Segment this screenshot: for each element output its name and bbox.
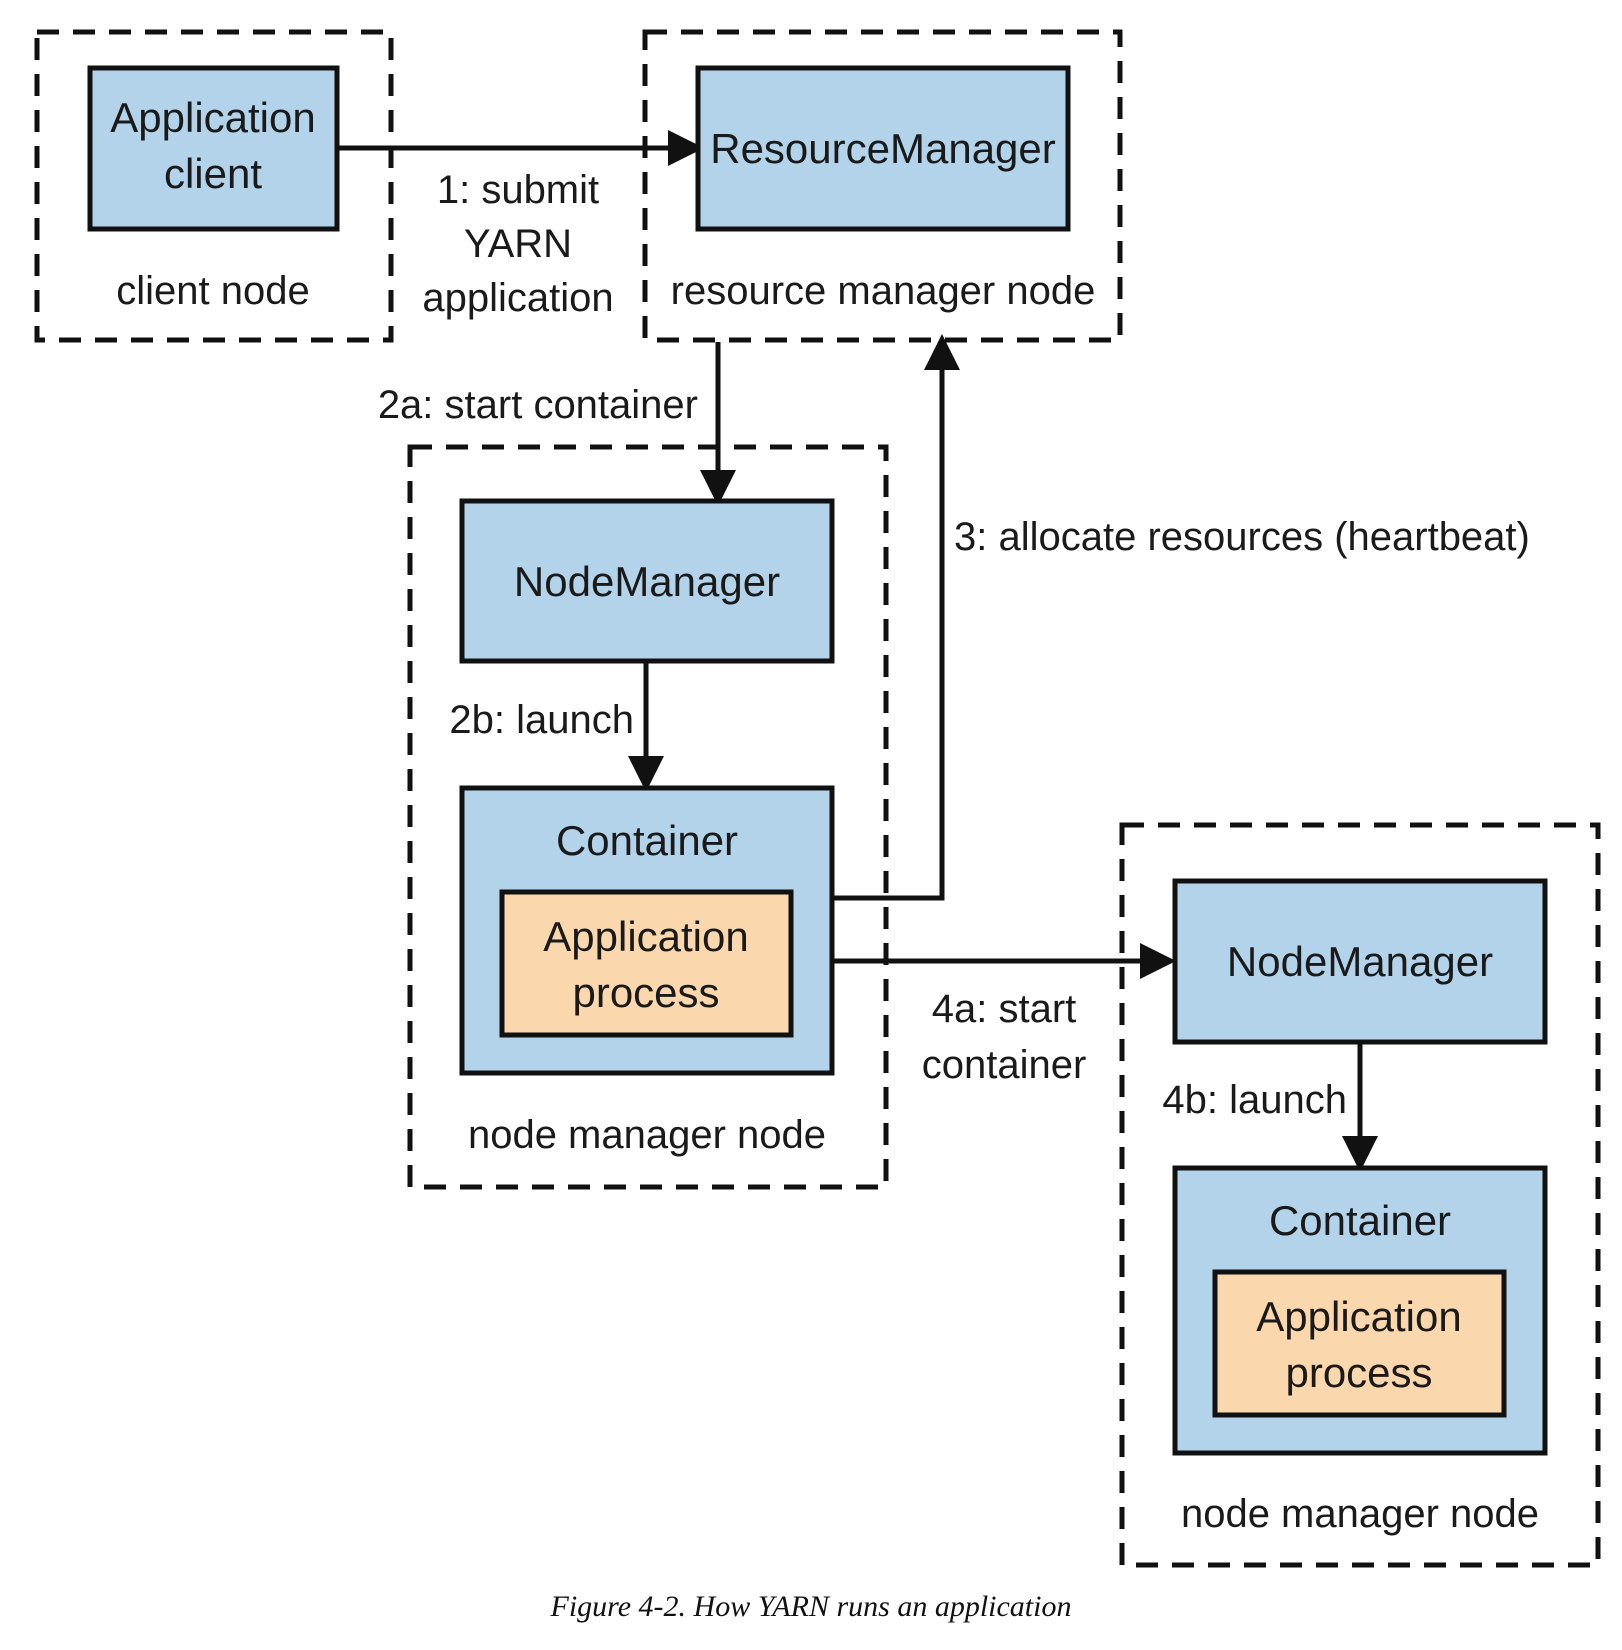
step-2b-label: 2b: launch bbox=[449, 698, 634, 742]
nodemanager-2-box: NodeManager bbox=[1172, 878, 1548, 1045]
app-process-1-line1: Application bbox=[543, 913, 748, 960]
nm-node-2-boundary bbox=[1119, 822, 1601, 1568]
app-process-1-box bbox=[499, 889, 794, 1038]
nm-node-2-label: node manager node bbox=[1181, 1492, 1539, 1536]
nodemanager-2-label: NodeManager bbox=[1227, 938, 1493, 985]
step-1-line2: YARN bbox=[464, 222, 572, 266]
resourcemanager-label: ResourceManager bbox=[710, 125, 1056, 172]
app-process-1-line2: process bbox=[572, 969, 719, 1016]
application-client-line2: client bbox=[164, 150, 262, 197]
arrow-heartbeat bbox=[832, 334, 960, 901]
step-3-label: 3: allocate resources (heartbeat) bbox=[954, 515, 1530, 559]
app-process-2-box bbox=[1212, 1269, 1507, 1418]
nm-node-1-label: node manager node bbox=[468, 1113, 826, 1157]
step-2a-label: 2a: start container bbox=[378, 383, 698, 427]
rm-node-boundary bbox=[642, 29, 1123, 343]
step-4b-label: 4b: launch bbox=[1162, 1078, 1347, 1122]
step-4a-line1: 4a: start bbox=[932, 987, 1077, 1031]
application-client-line1: Application bbox=[110, 94, 315, 141]
app-process-2-line1: Application bbox=[1256, 1293, 1461, 1340]
step-4a-line2: container bbox=[922, 1043, 1087, 1087]
app-process-2-line2: process bbox=[1285, 1349, 1432, 1396]
nodemanager-1-label: NodeManager bbox=[514, 558, 780, 605]
client-node-label: client node bbox=[116, 269, 309, 313]
container-1-box: Container Application process bbox=[459, 785, 835, 1076]
nodemanager-1-box: NodeManager bbox=[459, 498, 835, 664]
container-1-label: Container bbox=[556, 817, 738, 864]
container-2-box: Container Application process bbox=[1172, 1165, 1548, 1456]
application-client-box: Application client bbox=[87, 65, 340, 232]
nm-node-1-boundary bbox=[407, 444, 889, 1190]
resourcemanager-box: ResourceManager bbox=[695, 65, 1071, 232]
step-1-line1: 1: submit bbox=[437, 168, 599, 212]
client-node-boundary bbox=[34, 29, 394, 343]
step-1-line3: application bbox=[422, 276, 613, 320]
rm-node-label: resource manager node bbox=[671, 269, 1096, 313]
figure-caption: Figure 4-2. How YARN runs an application bbox=[550, 1590, 1072, 1623]
container-2-label: Container bbox=[1269, 1197, 1451, 1244]
